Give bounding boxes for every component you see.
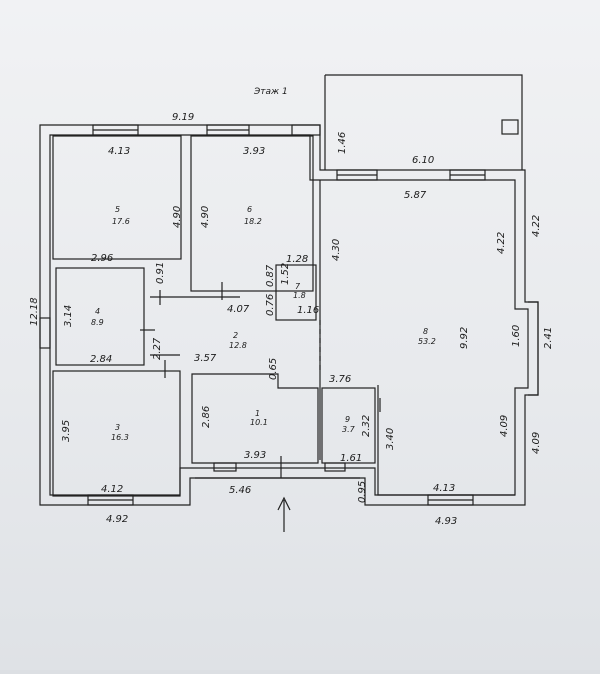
- window-left: [39, 317, 51, 349]
- room-8-area: 53.2: [418, 337, 436, 346]
- terrace-post: [501, 119, 519, 135]
- room-1-area: 10.1: [250, 418, 268, 427]
- room-4-area: 8.9: [91, 318, 104, 327]
- room-3-outline: [52, 370, 181, 497]
- window-room1: [213, 462, 237, 472]
- floor-title: Этаж 1: [253, 87, 288, 97]
- dim-430: 4.30: [331, 239, 342, 261]
- room-4-outline: [55, 267, 145, 366]
- room-8-number: 8: [423, 327, 428, 336]
- dim-116: 1.16: [297, 305, 319, 316]
- room-9-number: 9: [345, 415, 350, 424]
- window-room9: [324, 462, 346, 472]
- dim-161: 1.61: [340, 453, 362, 464]
- dim-490-b: 4.90: [200, 206, 211, 228]
- dim-412: 4.12: [101, 484, 123, 495]
- room-6-area: 18.2: [244, 217, 262, 226]
- dim-076: 0.76: [265, 294, 276, 316]
- window-top-3: [291, 124, 321, 136]
- dim-296: 2.96: [91, 253, 113, 264]
- dim-546: 5.46: [229, 485, 251, 496]
- room-1-number: 1: [255, 409, 260, 418]
- dim-422-b: 4.22: [531, 215, 542, 237]
- room-9-outline: [321, 387, 376, 464]
- dim-490-a: 4.90: [172, 206, 183, 228]
- room-3-number: 3: [115, 423, 120, 432]
- room-3-area: 16.3: [111, 433, 129, 442]
- dimension-labels-vertical: 1.46 4.90 4.90 4.30 4.22 4.22 0.91 0.87 …: [29, 132, 554, 503]
- dim-376: 3.76: [329, 374, 351, 385]
- dim-413-top: 4.13: [108, 146, 130, 157]
- dim-340: 3.40: [385, 428, 396, 450]
- room-labels: 5 17.6 6 18.2 4 8.9 7 1.8 2 12.8 8 53.2 …: [91, 205, 436, 442]
- dim-393-top: 3.93: [243, 146, 265, 157]
- dim-227: 2.27: [152, 337, 163, 360]
- room-5-outline: [52, 135, 182, 260]
- dim-091: 0.91: [155, 262, 166, 284]
- room-7-number: 7: [295, 282, 301, 291]
- dim-413-bot: 4.13: [433, 483, 455, 494]
- dim-422-a: 4.22: [496, 232, 507, 254]
- room-6-outline: [190, 135, 314, 292]
- dim-1218: 12.18: [29, 297, 40, 326]
- dim-610: 6.10: [412, 155, 434, 166]
- room-7-area: 1.8: [293, 291, 306, 300]
- bay-window: [528, 301, 539, 396]
- terrace-outline: [325, 74, 523, 170]
- dim-284: 2.84: [90, 354, 112, 365]
- dimension-labels-horizontal: 9.19 4.13 3.93 6.10 5.87 2.96 1.28 4.07 …: [90, 112, 457, 527]
- dim-232: 2.32: [361, 415, 372, 437]
- room-1-outline: [191, 373, 319, 464]
- dim-357: 3.57: [194, 353, 217, 364]
- room-2-area: 12.8: [229, 341, 247, 350]
- dim-393-bot: 3.93: [244, 450, 266, 461]
- room-9-area: 3.7: [342, 425, 356, 434]
- room-6-number: 6: [247, 205, 252, 214]
- room-2-number: 2: [233, 331, 238, 340]
- dim-128: 1.28: [286, 254, 308, 265]
- dim-407: 4.07: [227, 304, 250, 315]
- room-7-outline: [275, 264, 317, 321]
- dim-065: 0.65: [268, 358, 279, 380]
- dim-493: 4.93: [435, 516, 457, 527]
- dim-095: 0.95: [357, 481, 368, 503]
- dim-409-a: 4.09: [499, 415, 510, 437]
- dim-992: 9.92: [459, 327, 470, 349]
- dim-587: 5.87: [404, 190, 427, 201]
- room-4-number: 4: [95, 307, 100, 316]
- dim-146: 1.46: [337, 132, 348, 154]
- exterior-wall-left: [39, 124, 539, 506]
- dim-241: 2.41: [543, 327, 554, 349]
- dim-087: 0.87: [265, 264, 276, 287]
- dim-152: 1.52: [280, 263, 291, 285]
- room-5-number: 5: [115, 205, 120, 214]
- dim-160: 1.60: [511, 325, 522, 347]
- dim-492: 4.92: [106, 514, 128, 525]
- room-5-area: 17.6: [112, 217, 130, 226]
- dim-286: 2.86: [201, 406, 212, 428]
- dim-314: 3.14: [63, 305, 74, 327]
- dim-919: 9.19: [172, 112, 194, 123]
- dim-395: 3.95: [61, 420, 72, 442]
- dim-409-b: 4.09: [531, 432, 542, 454]
